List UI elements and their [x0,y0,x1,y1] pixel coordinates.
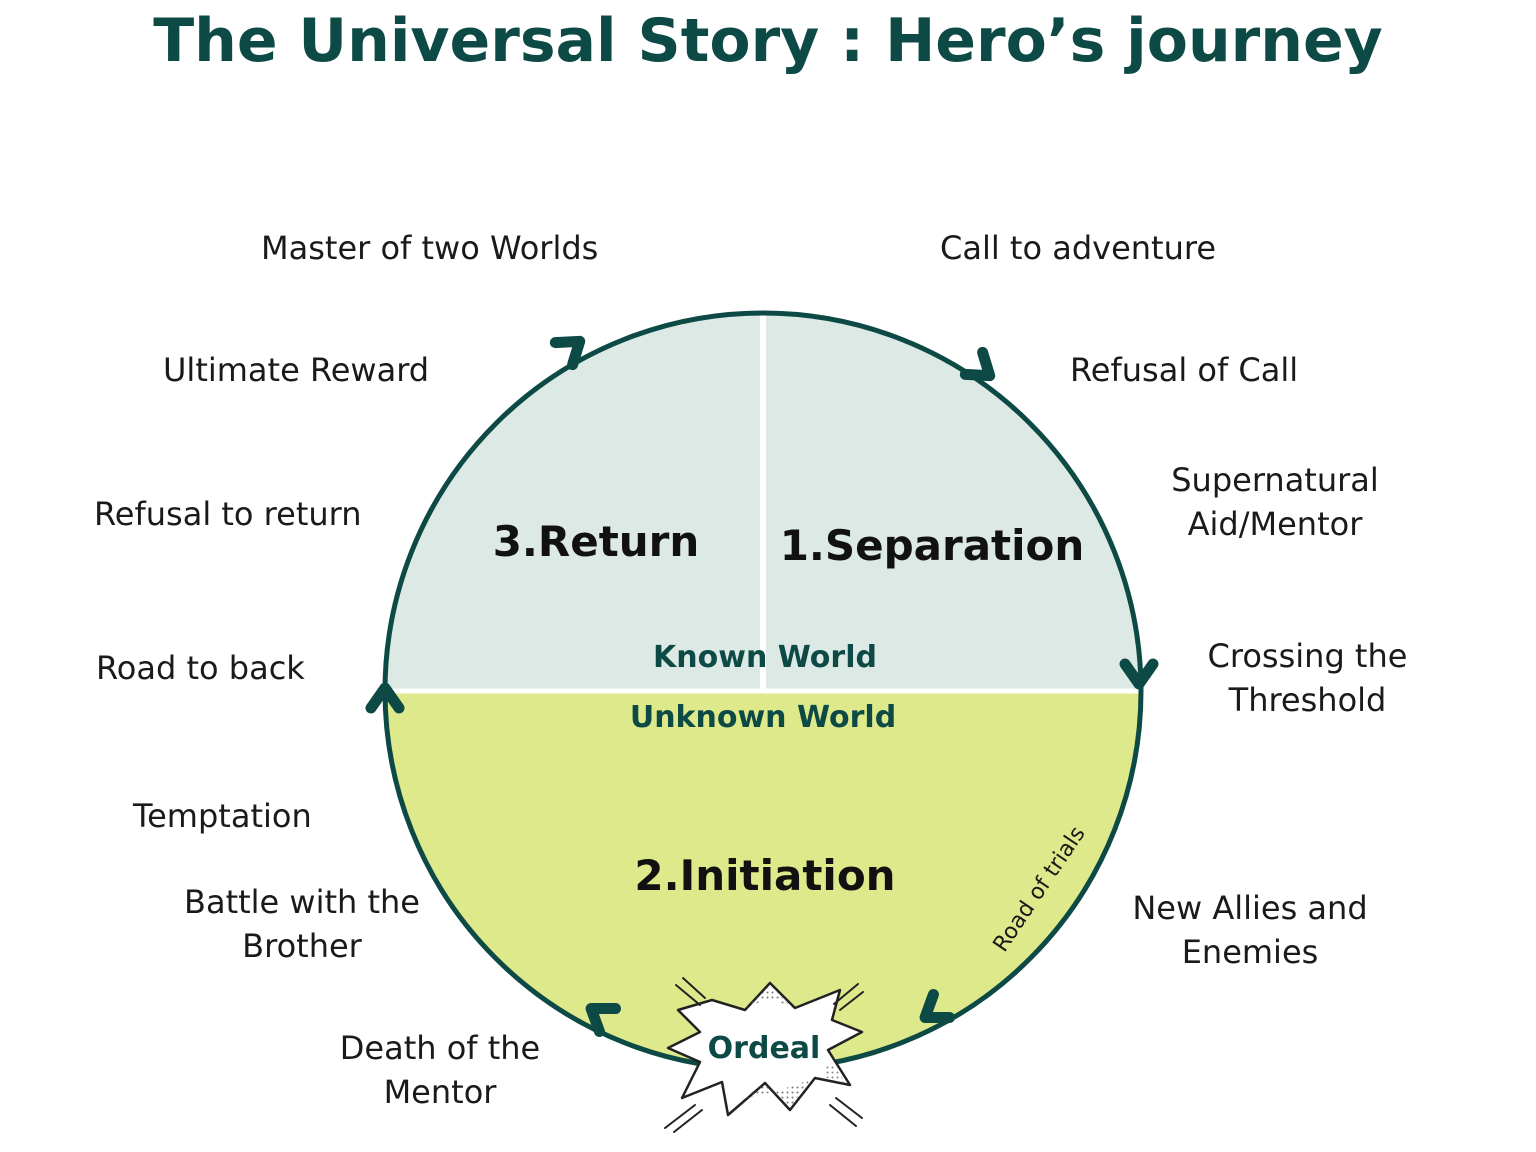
stage-master-of-two-worlds: Master of two Worlds [261,229,599,267]
stage-refusal-to-return: Refusal to return [94,495,362,533]
chevron-arrow-icon [1119,658,1159,690]
chevron-arrow-icon [549,335,586,371]
stage-temptation: Temptation [133,797,312,835]
stage-supernatural-aid-line1: Supernatural [1171,461,1379,499]
stage-battle-with-brother-line2: Brother [242,927,362,965]
ordeal-label: Ordeal [708,1031,821,1066]
section-return-label: 3.Return [493,517,700,566]
page-title: The Universal Story : Hero’s journey [153,6,1383,76]
chevron-arrow-icon [365,682,405,714]
stage-crossing-threshold-line2: Threshold [1228,681,1387,719]
stage-new-allies: New Allies and Enemies [1115,886,1385,974]
stage-supernatural-aid-line2: Aid/Mentor [1187,505,1363,543]
stage-death-of-mentor: Death of the Mentor [330,1026,550,1114]
stage-death-of-mentor-line2: Mentor [383,1073,497,1111]
stage-new-allies-line2: Enemies [1181,933,1319,971]
section-initiation-label: 2.Initiation [634,851,895,900]
chevron-arrow-icon [585,1003,621,1037]
stage-refusal-of-call: Refusal of Call [1070,351,1299,389]
stage-supernatural-aid: Supernatural Aid/Mentor [1150,458,1400,546]
stage-call-to-adventure: Call to adventure [940,229,1216,267]
stage-death-of-mentor-line1: Death of the [339,1029,541,1067]
stage-battle-with-brother: Battle with the Brother [168,880,436,968]
stage-ultimate-reward: Ultimate Reward [163,351,430,389]
stage-crossing-threshold: Crossing the Threshold [1190,634,1425,722]
known-world-label: Known World [653,640,877,675]
chevron-arrow-icon [959,346,996,382]
chevron-arrow-icon [919,989,955,1023]
stage-crossing-threshold-line1: Crossing the [1207,637,1408,675]
stage-new-allies-line1: New Allies and [1132,889,1368,927]
explosion-burst-icon [664,977,864,1133]
unknown-world-label: Unknown World [630,700,896,735]
section-separation-label: 1.Separation [780,521,1085,570]
stage-battle-with-brother-line1: Battle with the [184,883,420,921]
stage-road-to-back: Road to back [96,649,305,687]
